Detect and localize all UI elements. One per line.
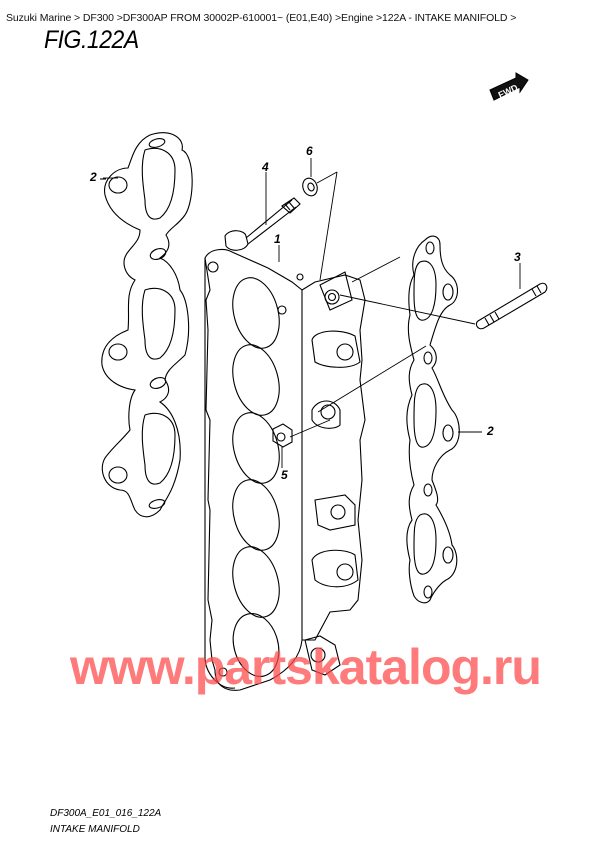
callout-5[interactable]: 5 <box>281 468 288 482</box>
leader-lines <box>103 158 521 468</box>
breadcrumb[interactable]: Suzuki Marine > DF300 >DF300AP FROM 3000… <box>6 12 517 24</box>
washer[interactable] <box>300 176 319 198</box>
callout-6[interactable]: 6 <box>306 144 313 158</box>
watermark: www.partskatalog.ru <box>70 639 542 695</box>
forward-direction-icon: FWD <box>489 72 529 101</box>
callout-3[interactable]: 3 <box>514 250 521 264</box>
nut[interactable] <box>272 423 293 448</box>
callout-2-left[interactable]: 2 <box>90 170 97 184</box>
stud[interactable] <box>475 282 548 330</box>
callout-1[interactable]: 1 <box>274 232 281 246</box>
gasket-right[interactable] <box>406 235 460 604</box>
gasket-left[interactable] <box>100 132 193 518</box>
callout-4[interactable]: 4 <box>262 160 269 174</box>
figure-title: FIG.122A <box>44 26 139 54</box>
callout-2-right[interactable]: 2 <box>487 424 494 438</box>
bolt[interactable] <box>224 197 301 251</box>
diagram-name: INTAKE MANIFOLD <box>50 824 140 835</box>
intake-manifold[interactable] <box>204 248 366 691</box>
diagram-code: DF300A_E01_016_122A <box>50 808 162 819</box>
